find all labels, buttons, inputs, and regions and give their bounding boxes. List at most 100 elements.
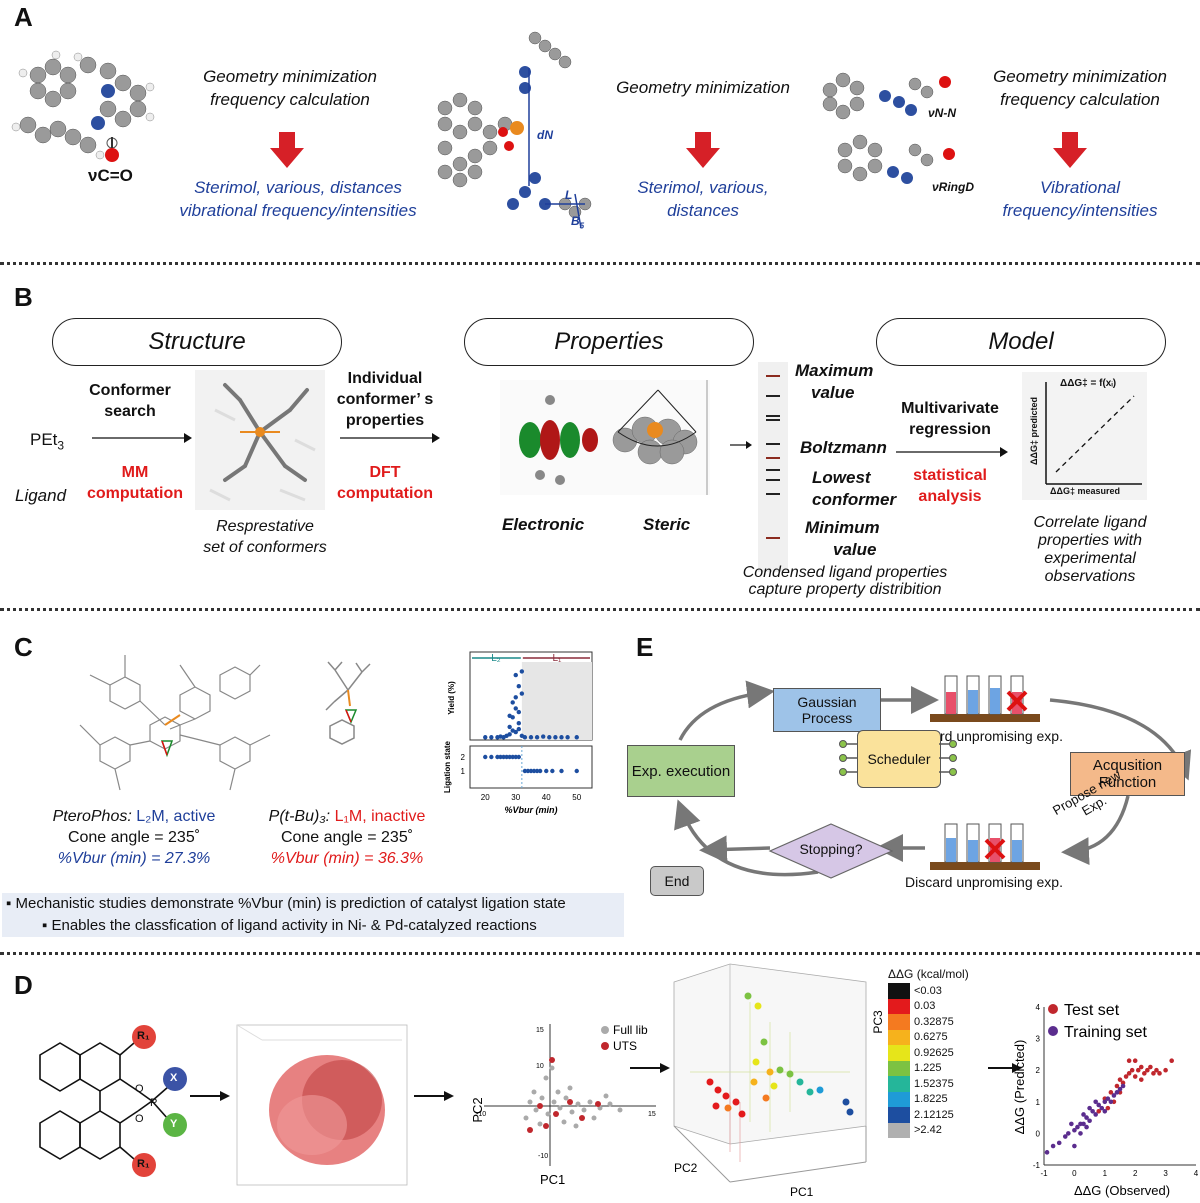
training-set-point (1087, 1118, 1092, 1124)
sub-y-label: Y (170, 1118, 178, 1130)
pca-legend-full-marker (601, 1026, 609, 1034)
divider-ab (0, 262, 1200, 265)
test-set-point (1120, 1080, 1126, 1086)
step2-down-arrow (686, 132, 720, 168)
arrow-properties-to-distribution (730, 441, 752, 449)
vbur-x-tick: 30 (511, 793, 520, 802)
r1-bottom-label: R₁ (137, 1158, 150, 1170)
yield-point (541, 734, 546, 739)
step2-top: Geometry minimization (616, 78, 790, 97)
pca-legend-uts-marker (601, 1042, 609, 1050)
colorbar-swatch (888, 1060, 910, 1076)
yield-point (565, 735, 570, 740)
arrow-d3 (630, 1063, 670, 1073)
l1-region-label: L₁ (552, 653, 562, 664)
training-set-point (1090, 1108, 1095, 1114)
pill-structure: Structure (52, 318, 342, 366)
ptbu-name: P(t-Bu)₃: (268, 808, 331, 825)
pca-2d-plot: Full lib UTS 15 10 -10 -10 15 PC1 PC2 (470, 1023, 656, 1187)
training-set-point (1072, 1127, 1077, 1133)
training-set-point (1093, 1112, 1098, 1117)
colorbar-label: 0.92625 (914, 1046, 954, 1059)
pred-y-tick: 2 (1036, 1066, 1041, 1075)
l2-region-label: L₂ (491, 653, 501, 664)
exp-execution-box: Exp. execution (627, 745, 735, 797)
library-cloud-3d-image (236, 1024, 408, 1186)
colorbar-label: 1.8225 (914, 1093, 948, 1106)
colorbar-row: <0.03 (888, 983, 954, 999)
yield-point (516, 684, 521, 689)
ptbu-cone: Cone angle = 235˚ (280, 829, 414, 846)
correlate-l4: observations (1044, 568, 1136, 585)
property-distribution-bars (758, 362, 788, 572)
colorbar-row: >2.42 (888, 1122, 954, 1138)
panel-d-label: D (14, 970, 33, 1000)
stat-l1: statistical (913, 467, 987, 484)
yield-point (504, 733, 509, 738)
molecule-1-image (11, 50, 155, 162)
conformer-search-l1: Conformer (89, 382, 171, 399)
end-box: End (650, 866, 704, 896)
molecule-1-label: νC=O (88, 166, 133, 185)
ligation-plot-frame (469, 745, 593, 789)
workflow-cycle-arrows (674, 680, 1192, 877)
exp-exec-label: Exp. execution (631, 762, 731, 780)
ligation-point (525, 768, 531, 774)
step1-top-line1: Geometry minimization (203, 67, 377, 86)
vbur-x-axis-label: %Vbur (min) (505, 805, 558, 815)
colorbar-swatch (888, 1107, 910, 1123)
training-set-point (1093, 1099, 1098, 1105)
model-y-label: ΔΔG‡ predicted (1029, 397, 1039, 465)
ligation-point (501, 754, 506, 760)
colorbar-label: >2.42 (914, 1124, 942, 1137)
yield-point (513, 672, 518, 678)
ligation-point (544, 768, 549, 774)
ligation-point (522, 768, 528, 774)
legend-test-label: Test set (1064, 1002, 1120, 1019)
colorbar-row: 1.52375 (888, 1076, 954, 1092)
training-set-point (1111, 1093, 1117, 1098)
yield-point (516, 709, 521, 715)
lowest-l1: Lowest (812, 468, 871, 487)
training-set-point (1062, 1134, 1068, 1139)
ligation-point (498, 754, 503, 760)
colorbar-row: 0.6275 (888, 1029, 954, 1045)
colorbar-swatch (888, 983, 910, 999)
individual-l3: properties (345, 412, 425, 429)
training-set-point (1075, 1124, 1080, 1130)
ligation-tick-1: 1 (461, 767, 466, 776)
colorbar-label: 0.6275 (914, 1031, 948, 1044)
divider-bc (0, 608, 1200, 611)
yield-point (516, 726, 521, 732)
training-set-point (1056, 1140, 1062, 1146)
yield-point (510, 728, 515, 733)
pca-tick-left: -10 (476, 1111, 486, 1118)
mol3-vring-label: νRingD (932, 180, 974, 194)
yield-axis-label: Yield (%) (447, 681, 456, 715)
conformers-image (195, 370, 325, 510)
training-set-point (1102, 1099, 1108, 1105)
ligation-point (504, 754, 509, 760)
test-set-point (1123, 1074, 1129, 1079)
panel-c-bullet-1: ▪ Mechanistic studies demonstrate %Vbur … (6, 895, 566, 912)
yield-point (507, 713, 512, 718)
gaussian-process-box: Gaussian Process (773, 688, 881, 732)
panel-c-label: C (14, 632, 33, 662)
ligation-point (489, 754, 494, 760)
training-set-point (1081, 1121, 1086, 1127)
gaussian-l2: Process (801, 710, 853, 726)
colorbar-row: 0.32875 (888, 1014, 954, 1030)
pred-x-tick: 4 (1194, 1169, 1199, 1178)
atom-p: P (150, 1097, 158, 1109)
step1-down-arrow (270, 132, 304, 168)
pca-tick-top: 15 (536, 1027, 544, 1034)
yield-point (510, 700, 515, 705)
scheduler-label: Scheduler (867, 751, 931, 767)
pred-xlabel: ΔΔG (Observed) (1074, 1183, 1170, 1198)
l1-shaded-region (521, 662, 592, 740)
pca-3d-plot: PC3 PC2 PC1 (673, 963, 885, 1199)
colorbar-label: 0.32875 (914, 1015, 954, 1028)
training-set-point (1084, 1124, 1089, 1130)
